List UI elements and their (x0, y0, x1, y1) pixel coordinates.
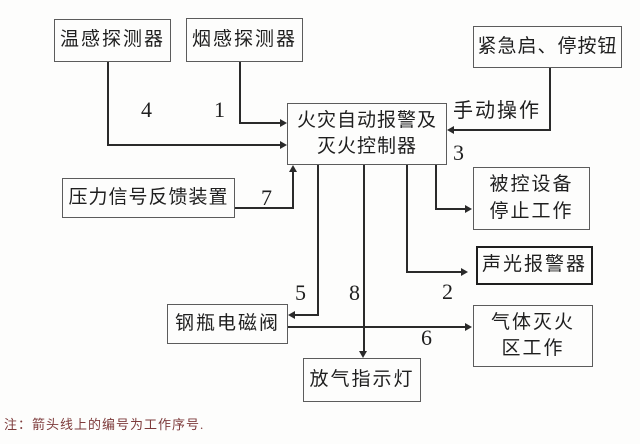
edge-8-arrow-icon (359, 351, 367, 358)
seq-label-8: 8 (349, 280, 360, 305)
box-cylinder-solenoid-valve: 钢瓶电磁阀 (167, 304, 288, 344)
edge-3-hline (453, 129, 551, 131)
edge-5-hline (295, 314, 319, 316)
controlled-label-line1: 被控设备 (489, 174, 574, 196)
controller-label-line1: 火灾自动报警及 (296, 109, 437, 131)
cylinder-valve-label: 钢瓶电磁阀 (174, 312, 280, 334)
edge-5-arrow-icon (288, 311, 295, 319)
edge-7-arrow-icon (289, 165, 297, 172)
edge-4-arrow-icon (280, 141, 287, 149)
gas-indicator-label: 放气指示灯 (309, 368, 415, 390)
seq-label-2: 2 (442, 279, 453, 304)
edge-4-hline (107, 144, 281, 146)
edge-3-vline (549, 68, 551, 131)
box-temp-detector: 温感探测器 (54, 19, 171, 62)
box-sound-light-alarm: 声光报警器 (476, 246, 593, 285)
seq-label-6: 6 (421, 325, 432, 350)
edge-5-vline (317, 165, 319, 316)
edge-7-vline (292, 172, 294, 209)
controller-label-line2: 灭火控制器 (316, 136, 417, 157)
edge-1-hline (239, 122, 282, 124)
edge-2-arrow-icon (461, 268, 468, 276)
box-pressure-signal-feedback: 压力信号反馈装置 (62, 178, 235, 218)
edge-controlled-vline (435, 165, 437, 210)
box-emergency-start-stop-button: 紧急启、停按钮 (473, 26, 622, 68)
box-controlled-equipment-stop: 被控设备 停止工作 (473, 167, 590, 230)
gas-zone-label-line1: 气体灭火 (490, 311, 575, 333)
emergency-button-label: 紧急启、停按钮 (477, 35, 618, 57)
gas-zone-label-line2: 区工作 (501, 338, 565, 359)
box-smoke-detector: 烟感探测器 (186, 18, 303, 62)
sound-light-alarm-label: 声光报警器 (481, 254, 587, 276)
box-fire-alarm-controller: 火灾自动报警及 灭火控制器 (287, 103, 447, 165)
footnote: 注：箭头线上的编号为工作序号. (4, 417, 205, 432)
edge-2-vline (406, 165, 408, 273)
edge-4-vline (107, 62, 109, 146)
seq-label-7: 7 (261, 185, 272, 210)
temp-detector-label: 温感探测器 (59, 29, 165, 51)
box-gas-extinguishing-zone: 气体灭火 区工作 (473, 305, 593, 367)
smoke-detector-label: 烟感探测器 (191, 28, 297, 50)
edge-controlled-hline (435, 208, 466, 210)
manual-operation-label: 手动操作 (453, 100, 541, 122)
box-gas-release-indicator: 放气指示灯 (303, 358, 421, 402)
controlled-label-line2: 停止工作 (489, 200, 574, 222)
seq-label-5: 5 (295, 280, 306, 305)
seq-label-4: 4 (141, 97, 152, 122)
edge-7-hline (235, 207, 294, 209)
edge-2-hline (406, 271, 462, 273)
edge-8-vline (363, 165, 365, 352)
edge-1-arrow-icon (280, 119, 287, 127)
edge-1-vline (239, 62, 241, 124)
edge-controlled-arrow-icon (465, 205, 472, 213)
edge-6-arrow-icon (465, 323, 472, 331)
pressure-feedback-label: 压力信号反馈装置 (68, 186, 229, 208)
seq-label-1: 1 (214, 97, 225, 122)
edge-6-hline (288, 326, 466, 328)
edge-3-arrow-icon (447, 126, 454, 134)
seq-label-3: 3 (453, 140, 464, 165)
